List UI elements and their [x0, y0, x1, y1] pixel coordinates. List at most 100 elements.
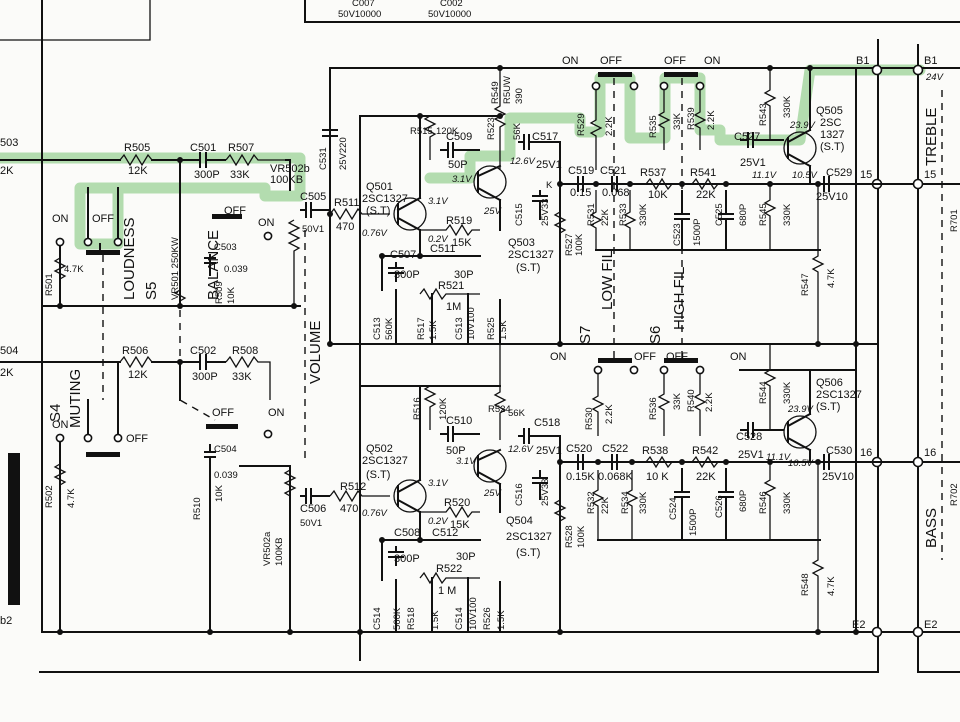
- c514-value: 560K: [392, 607, 403, 630]
- r524-value: 56K: [508, 408, 526, 419]
- r546-value: 330K: [782, 491, 793, 514]
- r512-label: R512: [340, 481, 366, 493]
- r523-value: 56K: [512, 122, 523, 140]
- c516-label: C516: [514, 483, 525, 506]
- s5-common-contact: [113, 237, 123, 247]
- c514-label: C514: [372, 607, 383, 630]
- c518-value: 25V1: [536, 445, 562, 457]
- c517-capacitor: [518, 134, 560, 150]
- r542-value: 22K: [696, 471, 716, 483]
- r521-value: 1M: [446, 301, 461, 313]
- r535-label: R535: [648, 115, 659, 138]
- c515-capacitor: [532, 190, 548, 220]
- r534-value: 330K: [638, 491, 649, 514]
- r549-value-2: 390: [514, 88, 525, 104]
- r547-value: 4.7K: [826, 268, 837, 288]
- c520-value: 0.15K: [566, 471, 595, 483]
- c519-label: C519: [568, 165, 594, 177]
- c527-capacitor: [740, 132, 784, 148]
- s6-lower-contact-2: [695, 365, 705, 375]
- c518-capacitor: [518, 428, 560, 444]
- r538-value: 10 K: [646, 471, 669, 483]
- r545-value: 330K: [782, 203, 793, 226]
- b1-left-label: B1: [856, 55, 869, 67]
- r521-resistor: [419, 287, 480, 301]
- top-cap-1-name: C007: [352, 0, 375, 9]
- lower-vr502a-net: [209, 465, 291, 633]
- s7-label: S7: [577, 326, 594, 344]
- top-cap-2-name: C002: [440, 0, 463, 9]
- r520-value: 15K: [450, 519, 470, 531]
- s4-on-contact: [55, 433, 65, 443]
- c530-label: C530: [826, 445, 852, 457]
- node-15-right-label: 15: [924, 169, 936, 181]
- c506-value: 50V1: [300, 518, 322, 529]
- r525-label: R525: [486, 317, 497, 340]
- c523-value: 1500P: [692, 219, 703, 246]
- s6-lower-lever[interactable]: [664, 358, 698, 363]
- s7-upper-contact-2: [629, 81, 639, 91]
- s4-off-label: OFF: [126, 433, 148, 445]
- frame-top-left-corner: [0, 0, 151, 41]
- q503-transistor: [473, 165, 507, 199]
- s7-upper-lever[interactable]: [598, 72, 632, 77]
- b1-node-right: [912, 64, 924, 76]
- loudness-wire: [59, 187, 119, 307]
- s4-lever[interactable]: [86, 452, 120, 457]
- r539-label: R539: [686, 107, 697, 130]
- s7-off-label-lower: OFF: [634, 351, 656, 363]
- r506-label: R506: [122, 345, 148, 357]
- b2-label: b2: [0, 615, 12, 627]
- volume-switch-lever[interactable]: [206, 424, 238, 429]
- r530-resistor: [591, 374, 605, 436]
- c525-capacitor: [718, 190, 734, 250]
- s6-upper-lever[interactable]: [664, 72, 698, 77]
- q501-label: Q501: [366, 181, 393, 193]
- r507-value: 33K: [230, 169, 250, 181]
- balance-switch-lever[interactable]: [212, 214, 242, 219]
- r528-resistor: [553, 499, 567, 522]
- upper-line-3: [285, 159, 291, 191]
- frame-top-box: [304, 0, 960, 23]
- q501-st: (S.T): [366, 205, 390, 217]
- s5-lever[interactable]: [86, 250, 120, 255]
- c504-capacitor: [204, 444, 216, 466]
- c504-label: C504: [214, 444, 237, 455]
- s4-off-contact: [83, 433, 93, 443]
- q501-collector-voltage: 3.1V: [428, 196, 449, 207]
- r548-label: R548: [800, 573, 811, 596]
- r519-resistor: [420, 223, 480, 237]
- r515-value: 120K: [436, 126, 459, 137]
- balance-on-label: ON: [258, 217, 275, 229]
- s7-lower-lever[interactable]: [598, 358, 632, 363]
- q504-base-voltage: 3.1V: [456, 456, 477, 467]
- r522-value: 1 M: [438, 585, 456, 597]
- q505-collector-voltage: 23.9V: [789, 120, 816, 131]
- r543-value: 330K: [782, 95, 793, 118]
- r505-label: R505: [124, 142, 150, 154]
- q503-label: Q503: [508, 237, 535, 249]
- s6-on-label-upper: ON: [704, 55, 721, 67]
- r537-value: 10K: [648, 189, 668, 201]
- r544-value: 330K: [782, 381, 793, 404]
- q506-type: 2SC1327: [816, 389, 862, 401]
- r543-resistor: [763, 68, 777, 140]
- s6-label: S6: [647, 326, 664, 344]
- r527-value: 100K: [574, 233, 585, 256]
- r525-value: 1.5K: [498, 320, 509, 340]
- r545-resistor: [763, 184, 777, 250]
- c510-value: 50P: [446, 445, 466, 457]
- r523-label: R523: [486, 117, 497, 140]
- q505-base-voltage: 11.1V: [752, 170, 778, 181]
- s7-on-label-lower: ON: [550, 351, 567, 363]
- r535-resistor: [657, 90, 671, 150]
- r548-value: 4.7K: [826, 576, 837, 596]
- r540-label: R540: [686, 389, 697, 412]
- vr501-label: VR501 250KW: [170, 237, 181, 300]
- high-fil-label: HIGH FIL: [671, 267, 688, 330]
- r508-resistor: [225, 355, 271, 400]
- c524-capacitor: [674, 468, 690, 540]
- r512-value: 470: [340, 503, 358, 515]
- c519-value: 0.15: [570, 187, 591, 199]
- c529-value: 25V10: [816, 191, 848, 203]
